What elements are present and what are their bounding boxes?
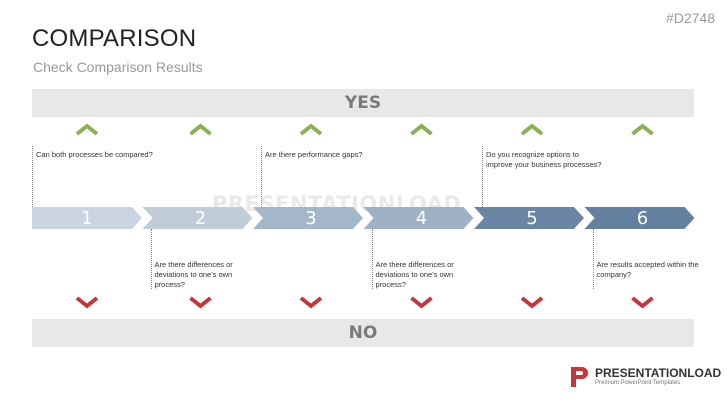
no-band: NO	[32, 319, 694, 347]
step-number: 3	[305, 208, 317, 229]
chevron-up-icon	[189, 123, 212, 136]
step-arrow-2	[142, 207, 253, 229]
presentationload-logo-icon	[571, 367, 588, 387]
step-guide-line	[150, 229, 152, 289]
page-title: COMPARISON	[32, 25, 197, 52]
step-guide-line	[482, 146, 483, 207]
page-subtitle: Check Comparison Results	[33, 59, 203, 75]
step-question: Are there performance gaps?	[265, 150, 363, 159]
step-arrow-4	[363, 207, 474, 229]
step-number: 1	[81, 208, 93, 229]
step-question: Can both processes be compared?	[36, 150, 153, 159]
chevron-up-icon	[410, 123, 433, 136]
chevron-up-icon	[631, 123, 654, 136]
chevron-up-icon	[299, 123, 323, 136]
step-number: 6	[636, 208, 649, 229]
chevron-up-icon	[75, 123, 99, 136]
step-arrow-5	[474, 207, 584, 229]
step-question: Are there differences or deviations to o…	[154, 260, 233, 289]
step-question: Are there differences or deviations to o…	[375, 260, 454, 289]
logo-name: PRESENTATIONLOAD	[595, 366, 722, 380]
step-guide-line	[371, 229, 373, 289]
step-arrow-3	[253, 207, 363, 229]
yes-label: YES	[344, 93, 382, 113]
step-arrow-6	[584, 207, 695, 229]
step-arrow-1	[32, 207, 142, 229]
logo-tagline: Premium PowerPoint Templates	[595, 380, 681, 386]
chevron-down-icon	[75, 296, 99, 309]
chevron-down-icon	[299, 296, 323, 309]
no-label: NO	[348, 323, 378, 343]
step-question: Do you recognize options to improve your…	[486, 150, 602, 169]
slide-code: #D2748	[665, 10, 715, 26]
step-number: 4	[415, 208, 428, 229]
step-number: 2	[194, 208, 207, 229]
chevron-down-icon	[189, 296, 212, 309]
step-guide-line	[32, 146, 33, 207]
chevron-up-icon	[520, 123, 544, 136]
yes-band: YES	[32, 89, 694, 117]
step-number: 5	[526, 208, 538, 229]
chevron-down-icon	[520, 296, 544, 309]
step-guide-line	[261, 146, 262, 207]
chevron-down-icon	[410, 296, 433, 309]
step-guide-line	[592, 229, 594, 289]
chevron-down-icon	[631, 296, 654, 309]
step-question: Are results accepted within the company?	[596, 260, 699, 279]
